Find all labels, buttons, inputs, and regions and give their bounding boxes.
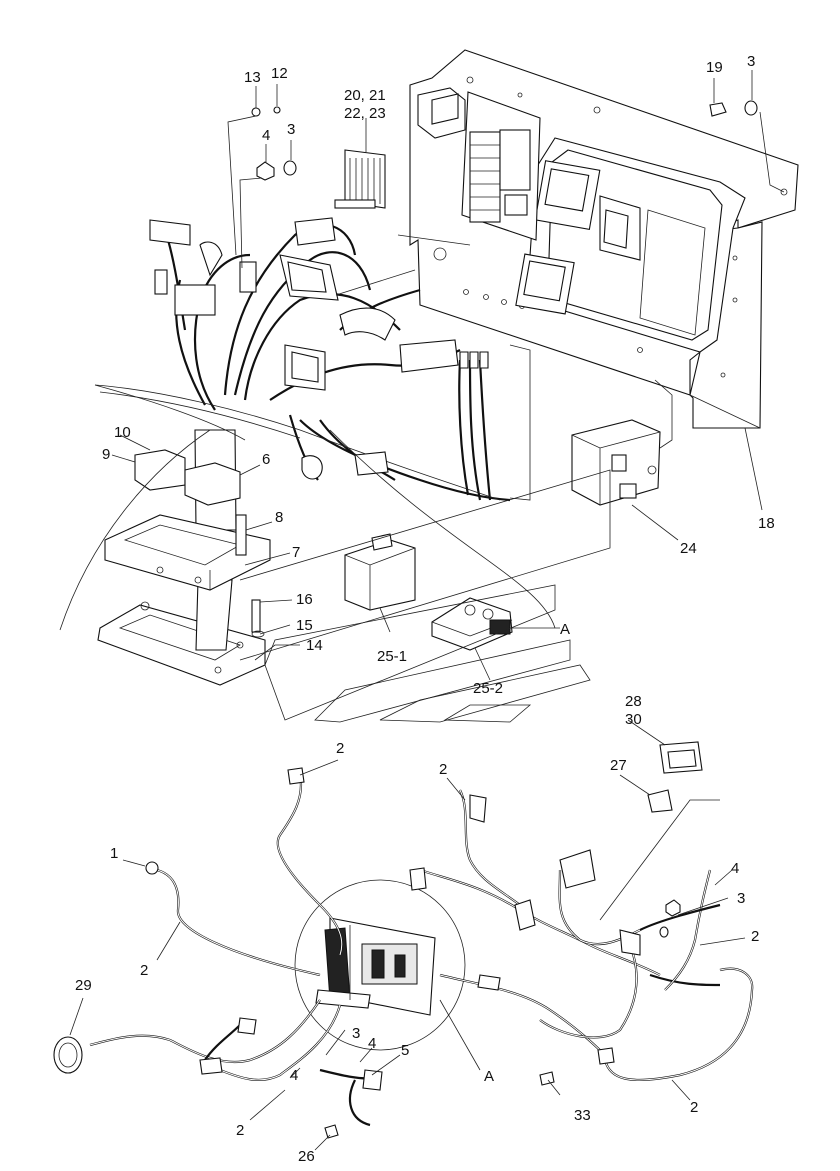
callout-4: 4: [368, 1035, 376, 1052]
callout-3: 3: [737, 890, 745, 907]
callout-19: 19: [706, 59, 723, 76]
pedestal: [59, 384, 271, 686]
callout-a: A: [484, 1068, 494, 1085]
callout-28: 28: [625, 693, 642, 710]
leaders-top: [111, 70, 785, 681]
hardware: [251, 100, 758, 181]
callout-14: 14: [306, 637, 323, 654]
callout-2: 2: [236, 1122, 244, 1139]
callout-27: 27: [610, 757, 627, 774]
callout-20-21: 20, 21: [344, 87, 386, 104]
callout-24: 24: [680, 540, 697, 557]
callout-2: 2: [690, 1099, 698, 1116]
callout-12: 12: [271, 65, 288, 82]
callout-4: 4: [290, 1067, 298, 1084]
callout-4: 4: [262, 127, 270, 144]
callout-15: 15: [296, 617, 313, 634]
callout-3: 3: [747, 53, 755, 70]
callout-9: 9: [102, 446, 110, 463]
callout-30: 30: [625, 711, 642, 728]
callout-16: 16: [296, 591, 313, 608]
top-harness: [94, 217, 511, 502]
callout-8: 8: [275, 509, 283, 526]
callout-33: 33: [574, 1107, 591, 1124]
fuse-relay-box: [417, 87, 541, 241]
bottom-harness: [53, 741, 754, 1139]
callout-6: 6: [262, 451, 270, 468]
detail-a-circle: [294, 879, 466, 1051]
callout-labels: 13 12 4 3 20, 21 22, 23 19 3 10 9 6 8 7 …: [75, 53, 775, 1165]
callout-a: A: [560, 621, 570, 638]
callout-18: 18: [758, 515, 775, 532]
callout-4: 4: [731, 860, 739, 877]
callout-3: 3: [287, 121, 295, 138]
callout-25-1: 25-1: [377, 648, 407, 665]
callout-26: 26: [298, 1148, 315, 1165]
controller-25: [344, 533, 513, 651]
fuse-strip: [334, 149, 386, 209]
callout-2: 2: [439, 761, 447, 778]
callout-5: 5: [401, 1042, 409, 1059]
callout-1: 1: [110, 845, 118, 862]
callout-2: 2: [336, 740, 344, 757]
callout-13: 13: [244, 69, 261, 86]
callout-25-2: 25-2: [473, 680, 503, 697]
callout-2: 2: [140, 962, 148, 979]
callout-7: 7: [292, 544, 300, 561]
callout-2: 2: [751, 928, 759, 945]
callout-3: 3: [352, 1025, 360, 1042]
leaders-bottom: [69, 719, 746, 1151]
callout-29: 29: [75, 977, 92, 994]
ghost-frames: [239, 234, 673, 723]
relay-module: [571, 419, 661, 506]
display-module: [515, 137, 746, 353]
callout-22-23: 22, 23: [344, 105, 386, 122]
callout-10: 10: [114, 424, 131, 441]
